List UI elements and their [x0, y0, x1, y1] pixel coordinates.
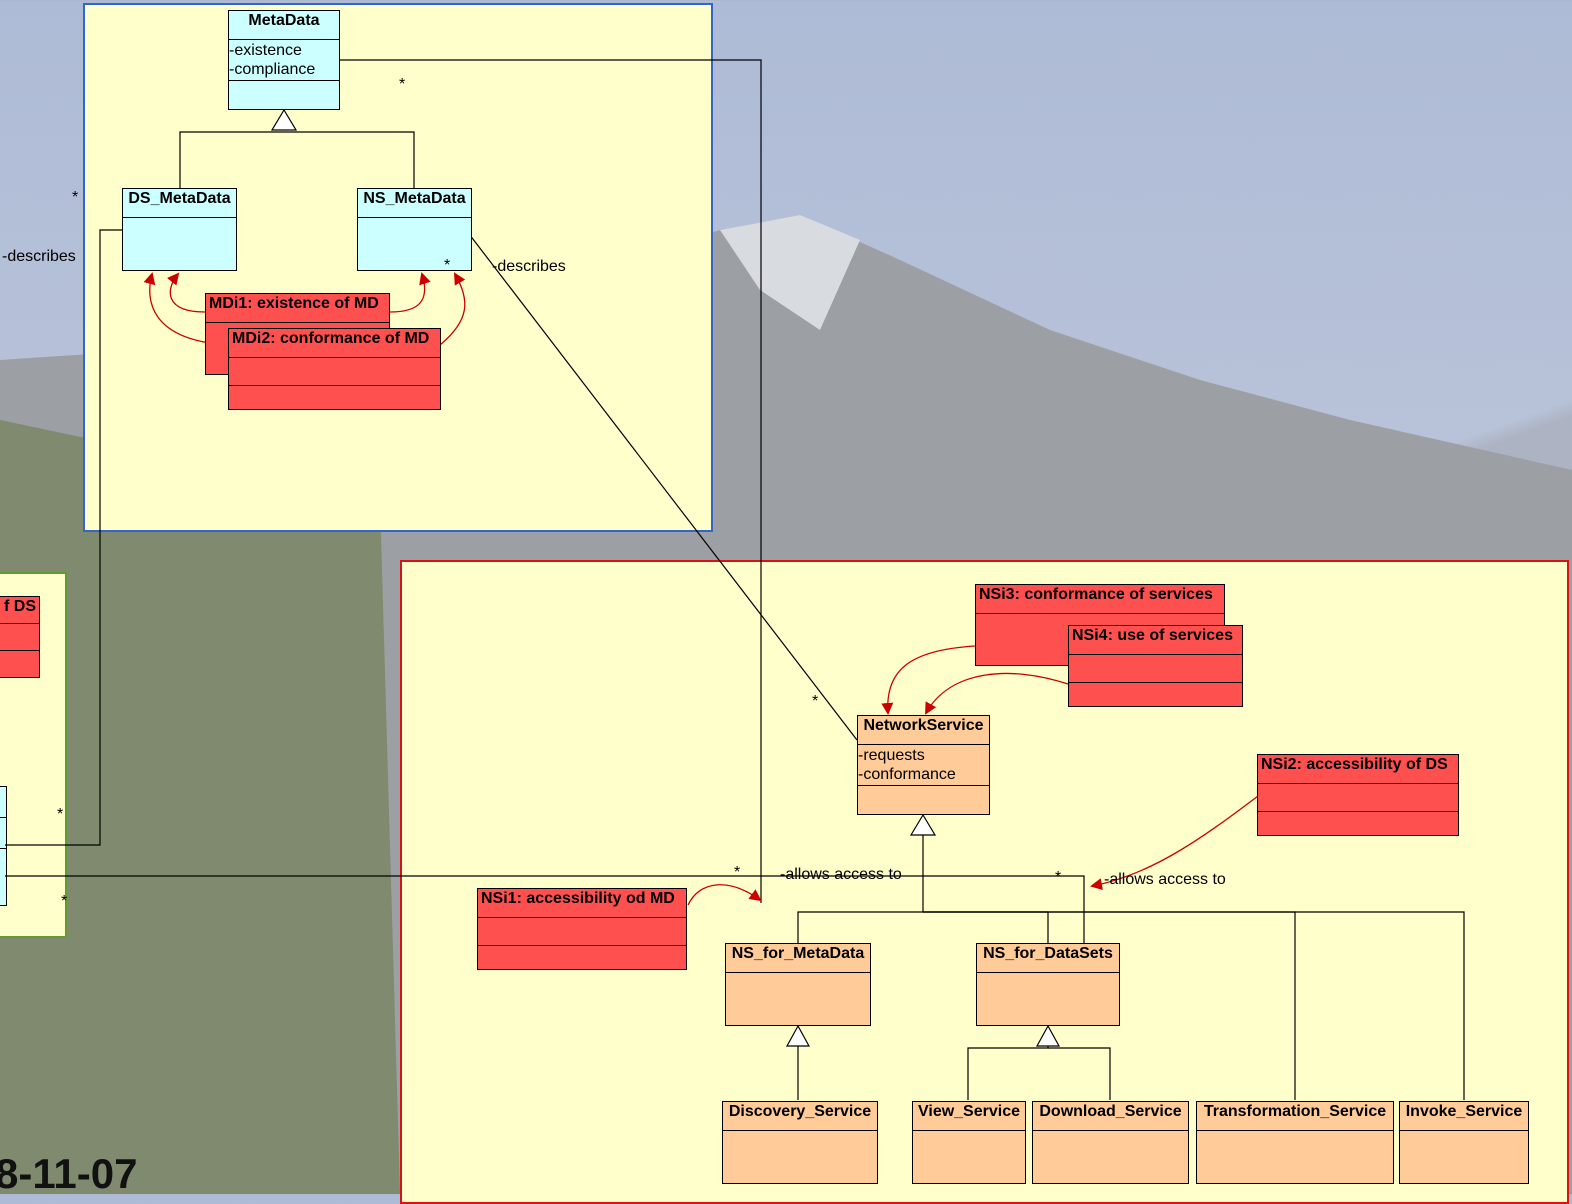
invoke-service-class[interactable]: Invoke_Service [1399, 1101, 1529, 1184]
nsi4-indicator[interactable]: NSi4: use of services [1068, 625, 1243, 707]
class-name: DS_MetaData [123, 189, 236, 218]
class-name: View_Service [913, 1102, 1025, 1131]
class-name: NSi4: use of services [1069, 626, 1242, 655]
class-attributes: -requests -conformance [858, 745, 989, 786]
network-service-class[interactable]: NetworkService -requests -conformance [857, 715, 990, 815]
attribute-requests: -requests [858, 747, 925, 764]
class-name: NSi3: conformance of services [976, 585, 1224, 614]
class-name: NS_for_MetaData [726, 944, 870, 973]
class-name: MetaData [229, 11, 339, 40]
association-label-allows-access-1: -allows access to [780, 866, 902, 883]
download-service-class[interactable]: Download_Service [1032, 1101, 1189, 1184]
class-name: Invoke_Service [1400, 1102, 1528, 1131]
association-label-describes-left: -describes [2, 248, 76, 265]
nsi1-indicator[interactable]: NSi1: accessibility od MD [477, 888, 687, 970]
class-name: NSi1: accessibility od MD [478, 889, 686, 918]
association-label-allows-access-2: -allows access to [1104, 871, 1226, 888]
multiplicity-star: * [57, 806, 64, 823]
class-name: MDi1: existence of MD [206, 294, 389, 323]
partial-dataset-class[interactable] [0, 786, 7, 906]
class-name: NSi2: accessibility of DS [1258, 755, 1458, 784]
class-name: Transformation_Service [1197, 1102, 1393, 1131]
multiplicity-star: * [61, 893, 68, 910]
multiplicity-star: * [399, 76, 406, 93]
partial-ds-indicator[interactable]: f DS [0, 596, 40, 678]
class-name: NetworkService [858, 716, 989, 745]
mdi2-indicator[interactable]: MDi2: conformance of MD [228, 328, 441, 410]
attribute-compliance: -compliance [229, 61, 316, 78]
attribute-conformance: -conformance [858, 766, 956, 783]
multiplicity-star: * [72, 189, 79, 206]
multiplicity-star: * [1055, 869, 1062, 886]
metadata-class[interactable]: MetaData -existence -compliance [228, 10, 340, 110]
network-services-package [400, 560, 1569, 1204]
class-name: Download_Service [1033, 1102, 1188, 1131]
ns-for-datasets-class[interactable]: NS_for_DataSets [976, 943, 1120, 1026]
multiplicity-star: * [444, 257, 451, 274]
multiplicity-star: * [734, 864, 741, 881]
class-name: f DS [0, 597, 39, 624]
attribute-existence: -existence [229, 42, 302, 59]
ns-for-metadata-class[interactable]: NS_for_MetaData [725, 943, 871, 1026]
view-service-class[interactable]: View_Service [912, 1101, 1026, 1184]
slide-date: 8-11-07 [0, 1150, 138, 1197]
discovery-service-class[interactable]: Discovery_Service [722, 1101, 878, 1184]
class-name: Discovery_Service [723, 1102, 877, 1131]
class-name: MDi2: conformance of MD [229, 329, 440, 358]
ns-metadata-class[interactable]: NS_MetaData [357, 188, 472, 271]
ds-metadata-class[interactable]: DS_MetaData [122, 188, 237, 271]
class-name: NS_MetaData [358, 189, 471, 218]
nsi2-indicator[interactable]: NSi2: accessibility of DS [1257, 754, 1459, 836]
class-name: NS_for_DataSets [977, 944, 1119, 973]
association-label-describes-right: -describes [492, 258, 566, 275]
transformation-service-class[interactable]: Transformation_Service [1196, 1101, 1394, 1184]
multiplicity-star: * [812, 693, 819, 710]
class-attributes: -existence -compliance [229, 40, 339, 81]
